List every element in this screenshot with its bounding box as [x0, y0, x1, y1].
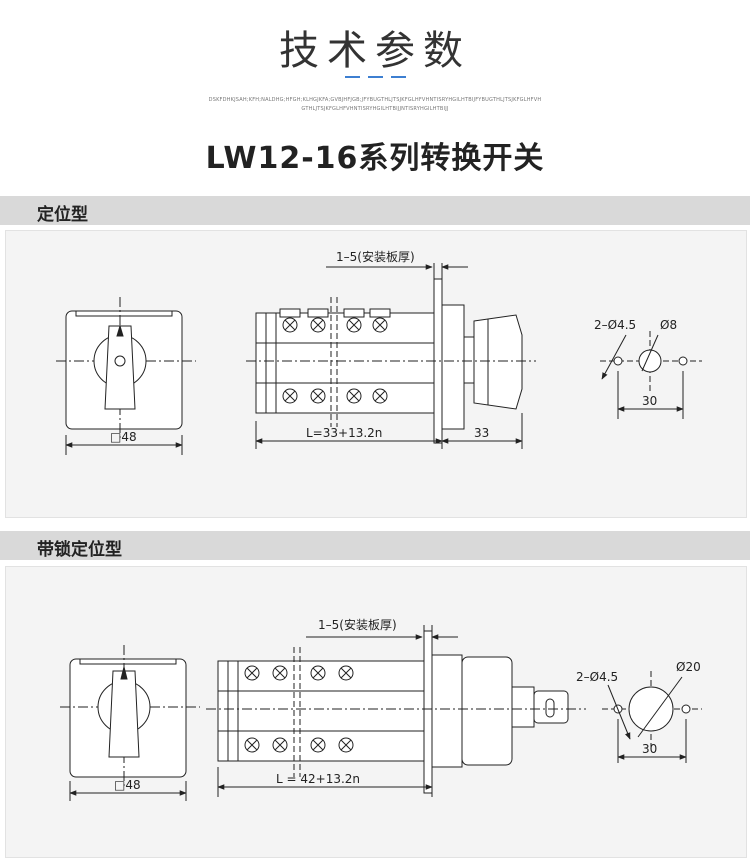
- hole-diameter-label: 2–Ø4.5: [576, 670, 618, 684]
- page-title: 技术参数: [279, 28, 471, 74]
- technical-drawing: 1–5(安装板厚) □48 L=33+13.2n 33 2–Ø4.5 Ø8 30: [56, 249, 702, 455]
- front-view: [56, 297, 196, 455]
- technical-drawing: 1–5(安装板厚) □48 L = 42+13.2n 2–Ø4.5 Ø20 30: [60, 617, 702, 801]
- section-header-locking: 带锁定位型: [0, 531, 750, 560]
- front-size-label: □48: [110, 430, 137, 444]
- length-label: L = 42+13.2n: [276, 772, 360, 786]
- center-diameter-label: Ø8: [660, 318, 677, 332]
- front-size-label: □48: [114, 778, 141, 792]
- plate-thickness-label: 1–5(安装板厚): [336, 249, 415, 264]
- mounting-hole-view: [602, 671, 702, 763]
- section-heading: 定位型: [37, 205, 88, 225]
- section-header-positioning: 定位型: [0, 196, 750, 225]
- side-view: [246, 263, 536, 449]
- front-view: [60, 645, 200, 801]
- knob-depth-label: 33: [474, 426, 489, 440]
- center-diameter-label: Ø20: [676, 660, 701, 674]
- decorative-subtext: GTHLJTSJKFGLHFVHNTISRYHGILHTBIJJNTISRYHG…: [301, 106, 449, 112]
- title-underline-dash: [345, 76, 360, 78]
- section-heading: 带锁定位型: [37, 540, 122, 560]
- plate-thickness-label: 1–5(安装板厚): [318, 617, 397, 632]
- hole-spacing-label: 30: [642, 742, 657, 756]
- title-underline-dash: [368, 76, 383, 78]
- drawing-panel-locking: 1–5(安装板厚) □48 L = 42+13.2n 2–Ø4.5 Ø20 30: [5, 566, 747, 858]
- hole-diameter-label: 2–Ø4.5: [594, 318, 636, 332]
- model-title: LW12-16系列转换开关: [205, 141, 545, 176]
- hole-spacing-label: 30: [642, 394, 657, 408]
- drawing-panel-positioning: 1–5(安装板厚) □48 L=33+13.2n 33 2–Ø4.5 Ø8 30: [5, 230, 747, 518]
- terminal-screws: [244, 665, 354, 753]
- side-view: [206, 625, 586, 797]
- title-underline-dash: [391, 76, 406, 78]
- decorative-subtext: DSKFDHKJSAH;KFH;NALDHG;HFGH;KLHGJKFA;GVB…: [208, 97, 542, 103]
- length-label: L=33+13.2n: [306, 426, 382, 440]
- terminal-screws: [282, 317, 388, 404]
- mounting-hole-view: [600, 331, 702, 419]
